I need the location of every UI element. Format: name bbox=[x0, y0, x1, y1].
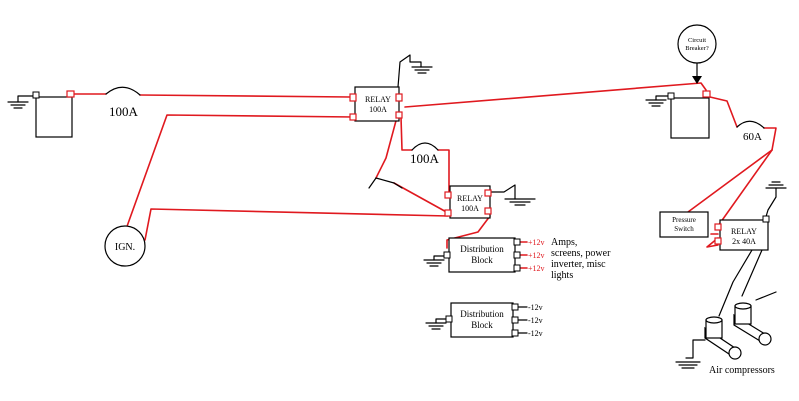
fuse-second-label: 100A bbox=[410, 151, 440, 166]
loads-note: Amps, screens, power inverter, misc ligh… bbox=[551, 237, 611, 281]
loads-note-line-4: lights bbox=[551, 270, 573, 281]
relay-main-label-1: RELAY bbox=[365, 95, 391, 104]
relay-main-label-2: 100A bbox=[369, 105, 387, 114]
power-wires bbox=[72, 82, 777, 269]
wire-fuse2-to-relay2 bbox=[437, 149, 450, 195]
loads-note-line-3: inverter, misc bbox=[551, 259, 606, 270]
wire-compressor-ground-link bbox=[755, 291, 777, 301]
wire-battery2-to-fuse60 bbox=[709, 96, 738, 128]
air-compressor-2 bbox=[733, 302, 772, 346]
dist-block-positive-label-2: Block bbox=[471, 255, 493, 265]
negative-output-3: -12v bbox=[528, 329, 543, 338]
ignition: IGN. bbox=[104, 225, 146, 267]
dist-block-positive-label-1: Distribution bbox=[460, 244, 504, 254]
pressure-switch-label-2: Switch bbox=[674, 225, 694, 233]
wire-relay-main-down bbox=[375, 116, 398, 179]
fuse-third-label: 60A bbox=[743, 131, 762, 143]
wire-battery1-ground bbox=[17, 95, 39, 103]
relay-compressor-label-1: RELAY bbox=[731, 227, 757, 236]
wire-battery2-ground bbox=[655, 95, 673, 101]
dist-block-negative-label-1: Distribution bbox=[460, 309, 504, 319]
wire-dist1-ground bbox=[433, 255, 448, 261]
wire-ign-to-relay-main bbox=[124, 114, 355, 233]
pressure-switch-label-1: Pressure bbox=[672, 216, 696, 224]
wire-relay2-ground bbox=[485, 184, 516, 200]
wire-relay-main-ground bbox=[397, 54, 422, 88]
wire-compressor-ground bbox=[685, 339, 706, 359]
wire-fuse60-to-relay3 bbox=[717, 149, 773, 227]
battery-2 bbox=[667, 90, 711, 139]
relay-second-label-1: RELAY bbox=[457, 194, 483, 203]
wire-fuse60-to-pressure bbox=[687, 149, 773, 213]
positive-output-1: +12v bbox=[528, 238, 545, 247]
wire-fuse-to-relay bbox=[139, 94, 351, 98]
negative-output-1: -12v bbox=[528, 303, 543, 312]
circuit-breaker-label-2: Breaker? bbox=[685, 45, 709, 52]
wire-fuse60-out bbox=[763, 127, 777, 151]
fuse-main-icon bbox=[105, 86, 141, 96]
fuse-second-icon bbox=[411, 142, 439, 151]
air-compressor-1 bbox=[704, 316, 742, 360]
pressure-switch: Pressure Switch bbox=[659, 211, 709, 238]
fuse-third-icon bbox=[736, 120, 765, 129]
circuit-breaker: Circuit Breaker? bbox=[677, 24, 717, 64]
loads-note-line-2: screens, power bbox=[551, 248, 611, 259]
wire-relay-to-battery2 bbox=[404, 82, 707, 108]
wire-relay3-to-compressor2 bbox=[741, 249, 763, 297]
negative-output-2: -12v bbox=[528, 316, 543, 325]
positive-output-2: +12v bbox=[528, 251, 545, 260]
air-compressors-label: Air compressors bbox=[709, 365, 775, 376]
fuses bbox=[105, 86, 765, 189]
distribution-block-positive: Distribution Block +12v +12v +12v bbox=[443, 237, 545, 273]
relay-compressor: RELAY 2x 40A bbox=[714, 215, 770, 251]
wire-switch-to-relay2 bbox=[393, 182, 451, 215]
relay-second-label-2: 100A bbox=[461, 204, 479, 213]
wire-relay3-loop bbox=[706, 237, 719, 248]
circuit-breaker-label-1: Circuit bbox=[688, 37, 706, 44]
fuse-main-label: 100A bbox=[109, 104, 139, 119]
wire-relay-main-fuse2 bbox=[400, 116, 413, 151]
switch-icon bbox=[368, 177, 403, 189]
ground-wires bbox=[7, 54, 787, 369]
wire-relay3-ground bbox=[764, 187, 777, 221]
positive-output-3: +12v bbox=[528, 264, 545, 273]
ignition-label: IGN. bbox=[115, 242, 135, 253]
battery-1 bbox=[32, 90, 75, 138]
wire-relay2-to-distblock bbox=[446, 215, 491, 249]
wire-ign-to-relay2 bbox=[144, 208, 449, 241]
wire-dist2-ground bbox=[435, 318, 450, 324]
dist-block-negative-label-2: Block bbox=[471, 320, 493, 330]
wire-relay3-to-compressor1 bbox=[718, 249, 753, 317]
distribution-block-negative: Distribution Block -12v -12v -12v bbox=[445, 302, 543, 338]
relay-compressor-label-2: 2x 40A bbox=[732, 237, 756, 246]
loads-note-line-1: Amps, bbox=[551, 237, 577, 248]
relay-main: RELAY 100A bbox=[349, 86, 403, 122]
relay-second: RELAY 100A bbox=[444, 185, 492, 219]
